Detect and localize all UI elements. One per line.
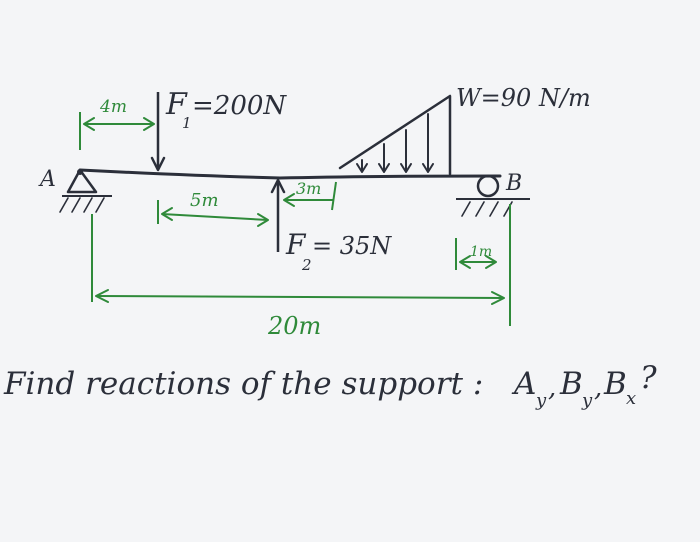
label-dim-5m: 5m [190,190,219,211]
question-prefix: Find reactions of the support : [3,366,483,402]
question-comma-1: , [548,373,556,403]
question-bx: B [603,366,627,402]
label-dim-1m: 1m [470,244,492,260]
label-force-f2-sub: 2 [301,256,312,274]
question-ay: A [511,366,536,402]
label-point-b: B [505,171,522,196]
question-comma-2: , [594,373,602,403]
label-force-f1: F [165,87,188,122]
dim-4m [79,112,155,150]
distributed-load [338,94,452,176]
question-text: Find reactions of the support : A y , B … [3,360,657,411]
label-load-w: W=90 N/m [456,84,591,112]
dim-20m [91,204,511,326]
force-f2-arrow [270,178,286,252]
label-dim-total: 20m [267,312,321,340]
label-force-f1-sub: 1 [182,114,192,132]
question-by-sub: y [581,390,593,411]
dim-3m [283,181,337,211]
question-ay-sub: y [535,390,547,411]
label-force-f1-value: =200N [192,91,287,121]
support-a-pin [59,168,112,213]
support-b-roller [456,174,530,217]
label-dim-a-to-f1: 4m [99,97,127,117]
force-f1-arrow [150,92,166,172]
label-point-a: A [38,167,56,192]
question-suffix: ? [640,360,657,396]
dim-5m [157,200,269,227]
label-force-f2: F [285,228,307,261]
dim-1m [455,238,497,270]
question-bx-sub: x [626,388,636,409]
question-by: B [559,366,583,402]
label-dim-3m: 3m [296,179,321,198]
beam [78,168,502,180]
label-force-f2-value: = 35N [312,232,392,260]
